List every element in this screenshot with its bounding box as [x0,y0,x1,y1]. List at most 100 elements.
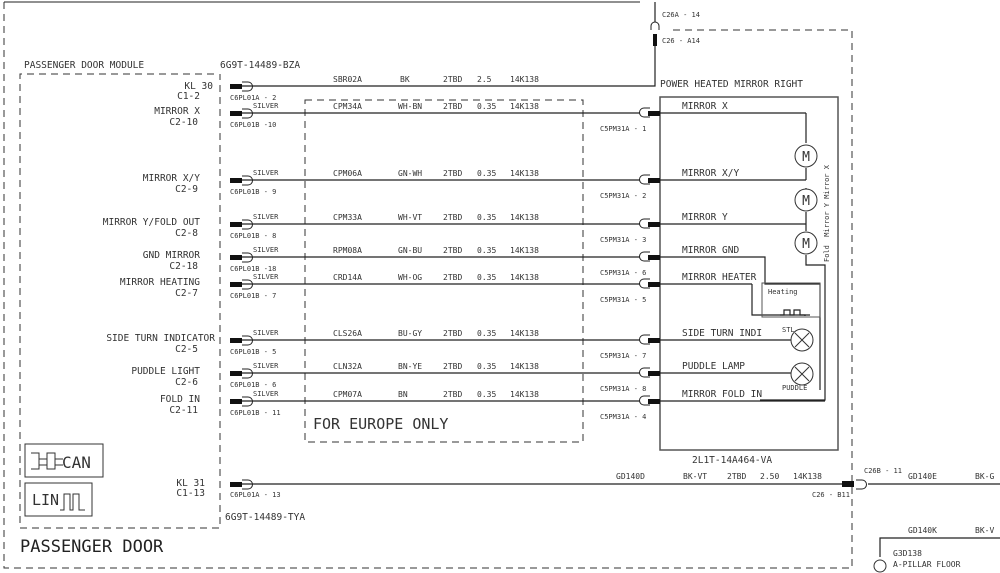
harness-connector-label: C6PL01B - 5 [230,348,276,356]
wire-color: BN-YE [398,362,422,371]
wire-size: 0.35 [477,329,496,338]
pin-number-label: C2-8 [175,228,198,239]
power-pin: C1-2 [177,91,200,102]
ground-color-out: BK-G [975,472,994,481]
connector-icon [230,255,242,260]
wire-spec: 2TBD [443,390,462,399]
ground-circuit-out: GD140E [908,472,937,481]
harness-id: 14K138 [510,102,539,111]
connector-icon [230,282,242,287]
pin-number-label: C2-11 [169,405,198,416]
power-feed: KL 30 C1-2 C6PL01A - 2 SBR02A BK 2TBD 2.… [177,2,700,102]
pin-name-label: MIRROR HEATING [120,277,200,288]
mirror-connector-label: C5PM31A - 7 [600,352,646,360]
mirror-connector-icon [648,371,660,376]
harness-connector-label: C6PL01B -18 [230,265,276,273]
pin-name-label: SIDE TURN INDICATOR [106,333,215,344]
inline-connector-bottom: C26 - A14 [662,37,700,45]
can-badge: CAN [24,443,104,478]
mirror-pin-label: MIRROR X/Y [682,168,739,179]
power-connector: C6PL01A - 2 [230,94,276,102]
pin-number-label: C2-18 [169,261,198,272]
silver-label: SILVER [253,362,279,370]
wire-size: 0.35 [477,273,496,282]
svg-text:M: M [802,194,810,209]
mirror-connector-icon [648,111,660,116]
wire-color: BN [398,390,408,399]
module-title: PASSENGER DOOR MODULE [24,60,144,71]
wire-size: 0.35 [477,246,496,255]
wire-spec: 2TBD [443,213,462,222]
pin-number-label: C2-6 [175,377,198,388]
power-harness: 14K138 [510,75,539,84]
wire-color: WH-OG [398,273,422,282]
silver-label: SILVER [253,273,279,281]
svg-text:M: M [802,237,810,252]
mirror-pin-label: MIRROR FOLD IN [682,389,762,400]
heating-label: Heating [768,288,798,296]
mirror-internals: Heating M M M Fold Mirror Y Mirror X STL… [751,113,831,401]
mirror-connector-icon [648,338,660,343]
harness-id: 14K138 [510,273,539,282]
harness-id: 14K138 [510,329,539,338]
wire-color: BU-GY [398,329,422,338]
wire-spec: 2TBD [443,246,462,255]
lin-signal-icon [60,493,85,511]
mirror-connector-label: C5PM31A - 3 [600,236,646,244]
ground-color: BK-VT [683,472,707,481]
ground-point-icon [873,559,887,573]
ground-pin-name: KL 31 [176,478,205,489]
ground-circuit-id: GD140D [616,472,645,481]
zone-label: PASSENGER DOOR [20,537,164,557]
wire-size: 0.35 [477,362,496,371]
mirror-connector-icon [648,222,660,227]
wire-size: 0.35 [477,213,496,222]
motor-axes-label: Fold Mirror Y Mirror X [823,164,831,262]
circuit-id: CRD14A [333,273,362,282]
europe-only-label: FOR EUROPE ONLY [313,415,448,433]
ground-color-k: BK-V [975,526,994,535]
circuit-id: CPM33A [333,213,362,222]
harness-id: 14K138 [510,246,539,255]
motor-y-icon: M [794,188,818,212]
wire-color: GN-WH [398,169,422,178]
harness-connector-label: C6PL01B -10 [230,121,276,129]
mirror-box [659,96,839,451]
mirror-title: POWER HEATED MIRROR RIGHT [660,79,803,90]
mirror-pin-label: SIDE TURN INDI [682,328,762,339]
lin-badge: LIN [24,482,93,517]
mirror-pin-label: PUDDLE LAMP [682,361,745,372]
wire-spec: 2TBD [443,329,462,338]
mirror-pin-label: MIRROR Y [682,212,728,223]
mirror-connector-icon [648,282,660,287]
harness-connector-label: C6PL01B - 8 [230,232,276,240]
europe-only-box [304,99,584,443]
wire-spec: 2TBD [443,169,462,178]
ground-inline-right: C26B - 11 [864,467,902,475]
harness-id: 14K138 [510,390,539,399]
circuit-id: CLN32A [333,362,362,371]
wire-color: GN-BU [398,246,422,255]
module-box [19,73,221,529]
wire-spec: 2TBD [443,362,462,371]
wire-size: 0.35 [477,390,496,399]
harness-connector-label: C6PL01B - 7 [230,292,276,300]
ground-pin: C1-13 [176,488,205,499]
pin-number-label: C2-5 [175,344,198,355]
power-size: 2.5 [477,75,492,84]
power-color: BK [400,75,410,84]
silver-label: SILVER [253,246,279,254]
ground-spec: 2TBD [727,472,746,481]
puddle-lamp-icon [790,362,814,386]
ground-circuit: KL 31 C1-13 C6PL01A - 13 GD140D BK-VT 2T… [176,467,1000,573]
connector-icon [230,338,242,343]
ground-inline-left: C26 - B11 [812,491,850,499]
pin-name-label: MIRROR X [154,106,200,117]
mirror-connector-icon [648,255,660,260]
connector-icon [230,178,242,183]
